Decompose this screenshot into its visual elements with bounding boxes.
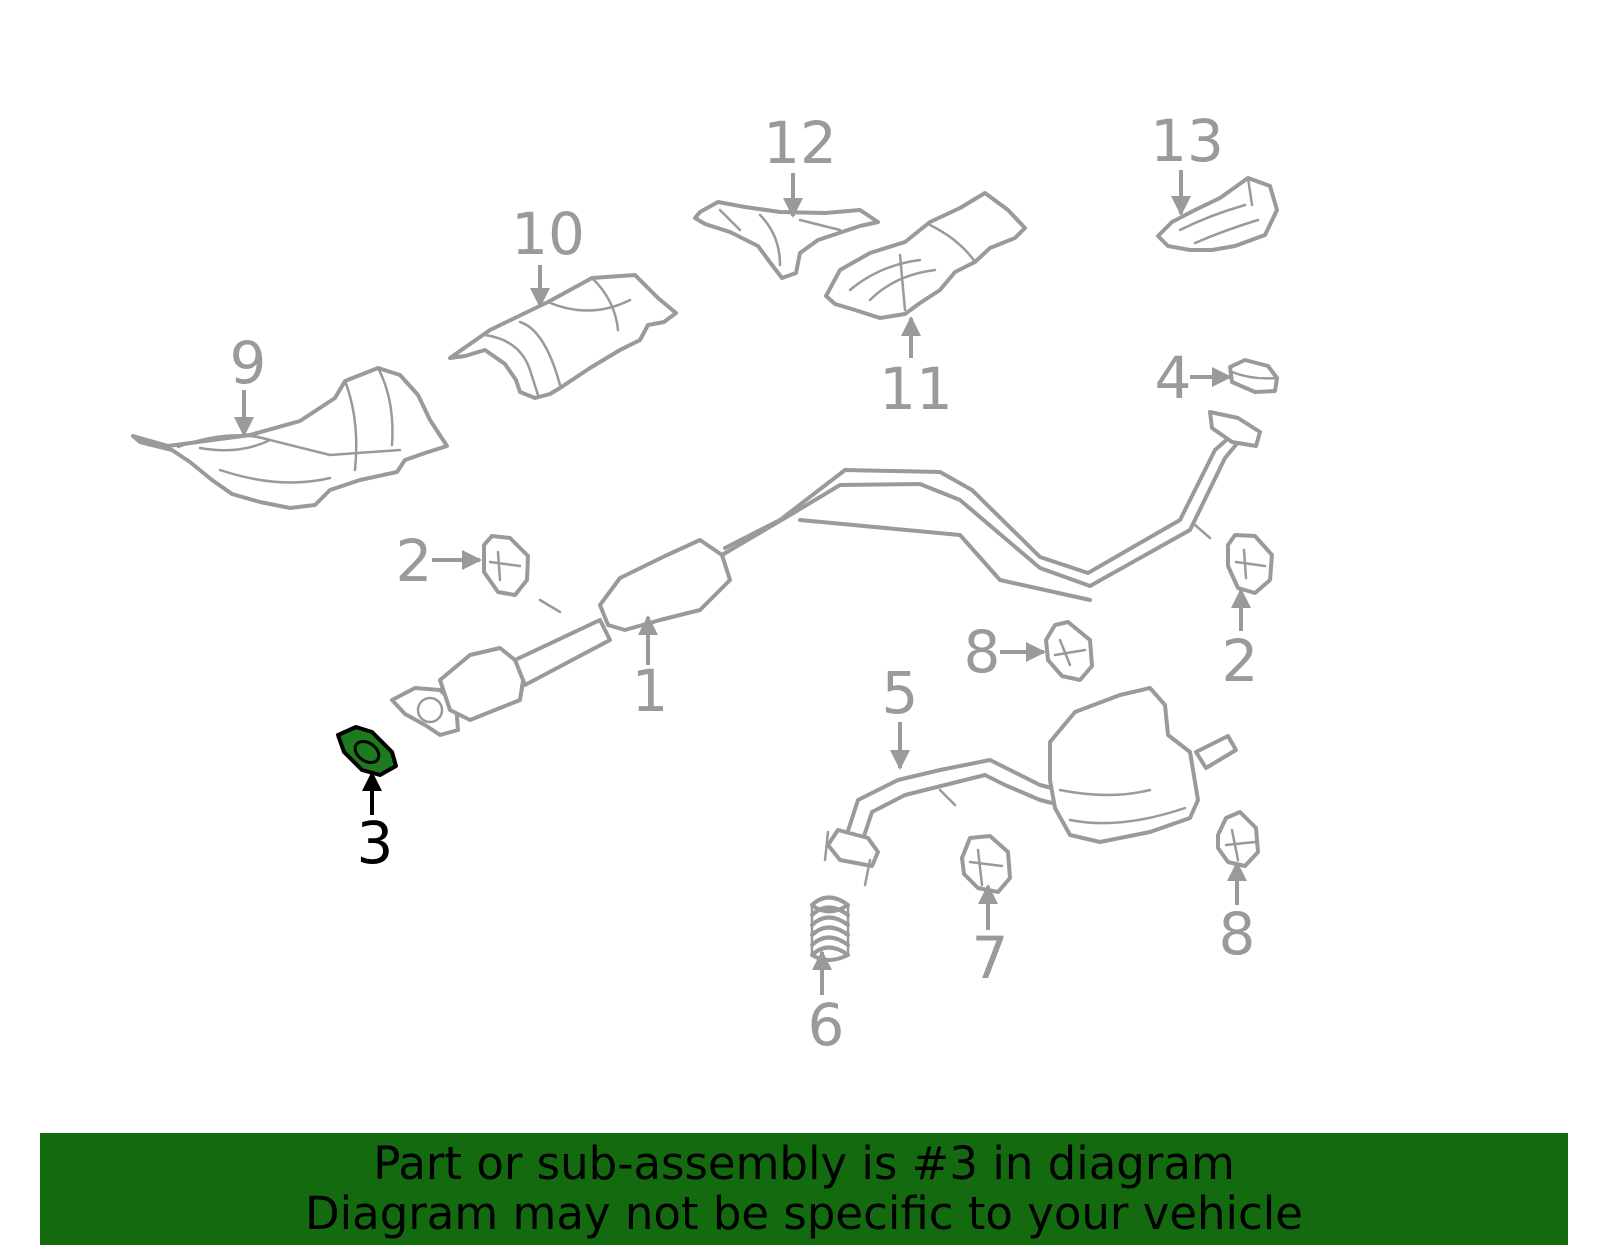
part-8-hanger-lower[interactable] [1216,810,1260,868]
banner-line-1: Part or sub-assembly is #3 in diagram [373,1137,1235,1190]
callout-arrows [234,170,1251,995]
callout-5[interactable]: 5 [882,659,919,727]
part-12-heat-shield[interactable] [693,200,880,280]
callout-3-highlighted[interactable]: 3 [357,809,394,877]
part-4-insulator[interactable] [1228,358,1279,394]
callout-8-upper[interactable]: 8 [964,618,1001,686]
part-9-front-heat-shield[interactable] [131,366,449,510]
part-7-hanger[interactable] [960,834,1012,894]
part-2-hanger-right[interactable] [1226,533,1274,595]
part-13-heat-shield[interactable] [1156,176,1279,252]
part-10-heat-shield[interactable] [448,273,678,400]
callout-7[interactable]: 7 [972,924,1009,992]
callout-1[interactable]: 1 [632,657,669,725]
banner-line-2: Diagram may not be specific to your vehi… [305,1187,1303,1240]
callout-12[interactable]: 12 [763,109,837,177]
callout-11[interactable]: 11 [879,355,953,423]
callout-6[interactable]: 6 [808,991,845,1059]
part-5-tail-pipe-muffler[interactable] [823,686,1238,887]
callout-4[interactable]: 4 [1155,344,1192,412]
callout-labels: 9 10 12 11 13 4 2 2 1 8 5 6 7 8 3 [230,107,1259,1059]
part-3-gasket-highlighted[interactable] [336,725,398,777]
part-11-heat-shield[interactable] [824,191,1027,320]
part-6-spring[interactable] [810,895,850,962]
callout-10[interactable]: 10 [511,200,585,268]
callout-2-right[interactable]: 2 [1222,627,1259,695]
callout-9[interactable]: 9 [230,329,267,397]
info-banner: Part or sub-assembly is #3 in diagram Di… [40,1133,1568,1245]
part-1-front-pipe-assembly[interactable] [390,410,1262,737]
part-2-hanger-left[interactable] [482,534,530,597]
callout-13[interactable]: 13 [1150,107,1224,175]
part-8-hanger-upper[interactable] [1044,620,1094,682]
callout-8-lower[interactable]: 8 [1219,900,1256,968]
callout-2-left[interactable]: 2 [396,527,433,595]
